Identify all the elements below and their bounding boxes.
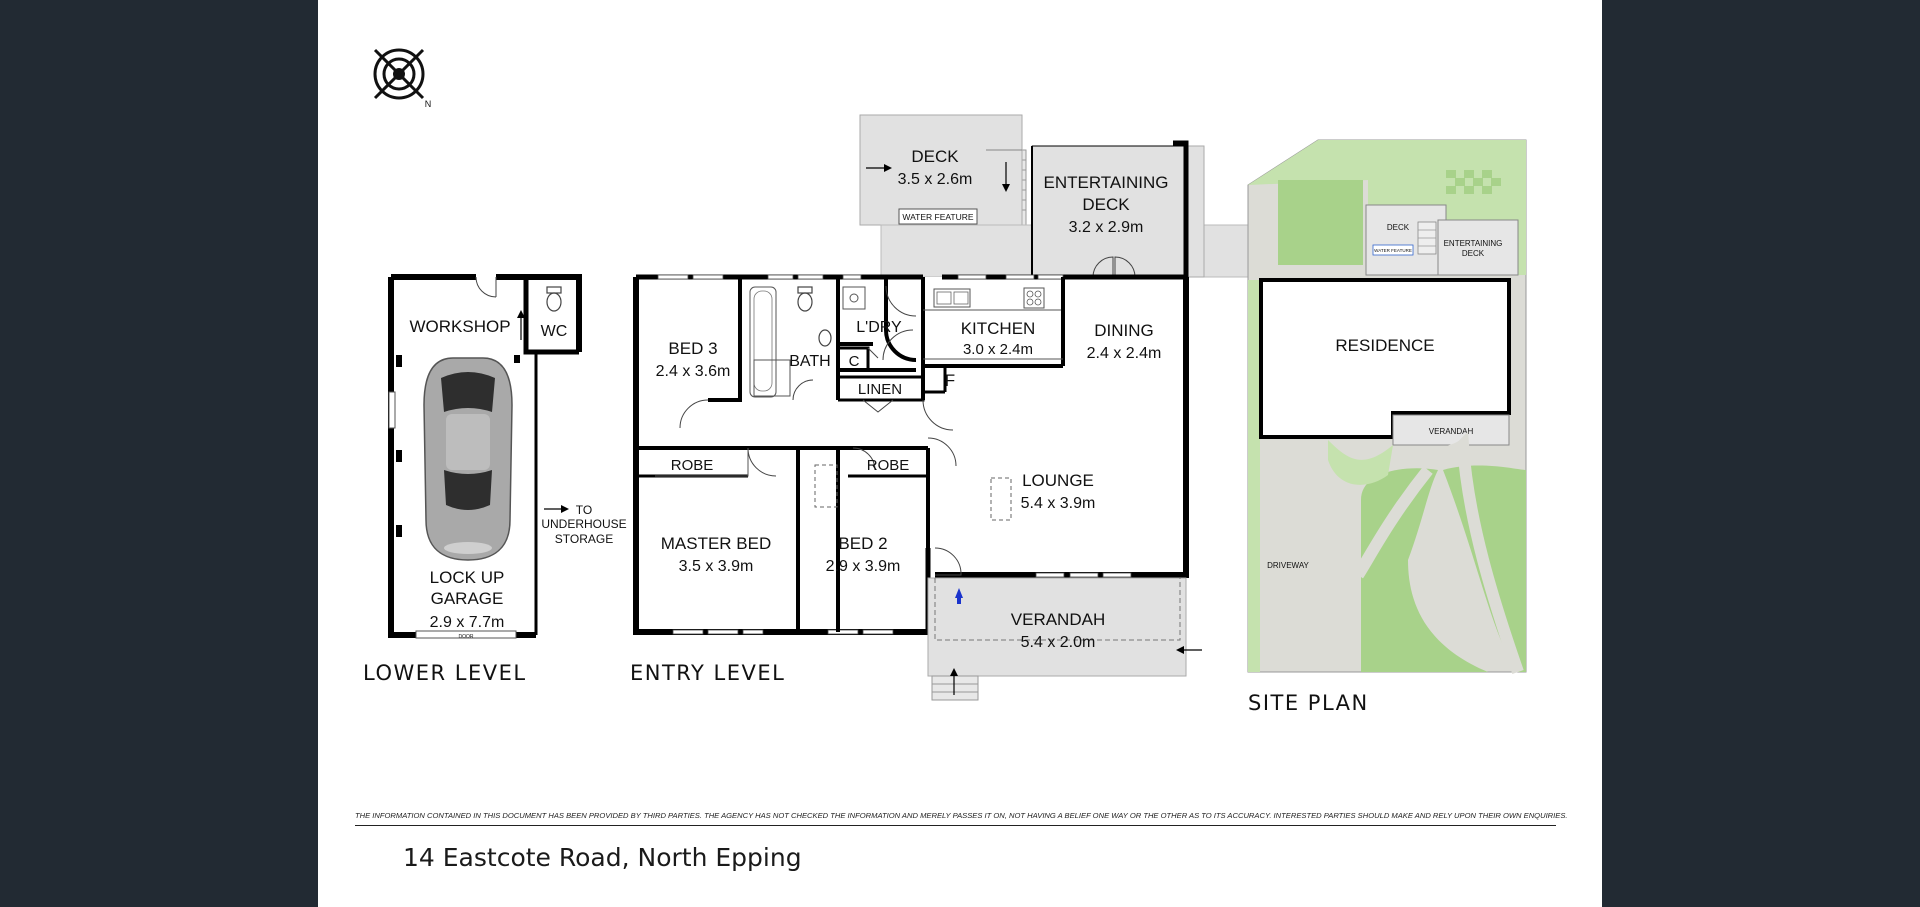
room-dining-size: 2.4 x 2.4m <box>1087 345 1162 362</box>
room-bath-label: BATH <box>789 353 830 370</box>
property-address: 14 Eastcote Road, North Epping <box>403 843 802 872</box>
underhouse-line-3: STORAGE <box>555 532 613 546</box>
entry-level-title: ENTRY LEVEL <box>630 661 785 685</box>
room-deck-size: 3.5 x 2.6m <box>898 171 973 188</box>
room-bed2-size: 2.9 x 3.9m <box>826 558 901 575</box>
room-garage-name-1: LOCK UP <box>430 568 505 587</box>
disclaimer-text: THE INFORMATION CONTAINED IN THIS DOCUME… <box>355 811 1568 820</box>
room-linen-label: LINEN <box>858 381 902 398</box>
underhouse-line-2: UNDERHOUSE <box>541 517 626 531</box>
room-entertaining-deck-name-2: DECK <box>1082 195 1130 214</box>
entry-arrow-icon <box>955 588 963 604</box>
lower-level-title: LOWER LEVEL <box>363 661 527 685</box>
site-verandah-label: VERANDAH <box>1429 427 1474 436</box>
compass-icon: N <box>373 48 432 109</box>
room-verandah-size: 5.4 x 2.0m <box>1021 634 1096 651</box>
room-entertaining-deck-size: 3.2 x 2.9m <box>1069 219 1144 236</box>
room-dining-name: DINING <box>1094 321 1154 340</box>
site-residence-label: RESIDENCE <box>1335 336 1434 355</box>
room-master-name: MASTER BED <box>661 534 772 553</box>
room-wc-label: WC <box>541 323 568 340</box>
room-cupboard-label: C <box>849 353 860 370</box>
room-garage-name-2: GARAGE <box>431 589 504 608</box>
site-entertaining-deck-label-2: DECK <box>1462 249 1485 258</box>
water-feature-label: WATER FEATURE <box>902 212 973 222</box>
room-laundry-label: L'DRY <box>856 319 902 336</box>
site-deck-label: DECK <box>1387 223 1410 232</box>
site-water-feature-label: WATER FEATURE <box>1374 248 1412 253</box>
site-driveway-label: DRIVEWAY <box>1267 561 1309 570</box>
room-verandah-name: VERANDAH <box>1011 610 1105 629</box>
site-plan-title: SITE PLAN <box>1248 691 1369 715</box>
compass-north-label: N <box>425 99 432 109</box>
room-bed2-name: BED 2 <box>838 534 887 553</box>
room-bed3-size: 2.4 x 3.6m <box>656 363 731 380</box>
room-kitchen-name: KITCHEN <box>961 319 1036 338</box>
fridge-label: F <box>945 371 955 390</box>
entry-level-plan: BED 3 2.4 x 3.6m BATH L'DRY <box>630 274 1202 701</box>
floor-plan-drawing: N <box>363 48 1527 715</box>
site-plan: WATER FEATURE DECK ENTERTAINING DECK RES… <box>1247 139 1527 715</box>
room-garage-size: 2.9 x 7.7m <box>430 614 505 631</box>
footer-divider <box>355 825 1556 826</box>
garage-door-label: DOOR <box>459 634 474 640</box>
robe-master-label: ROBE <box>671 457 714 474</box>
room-lounge-size: 5.4 x 3.9m <box>1021 495 1096 512</box>
site-entertaining-deck-label-1: ENTERTAINING <box>1444 239 1503 248</box>
robe-bed2-label: ROBE <box>867 457 910 474</box>
room-master-size: 3.5 x 3.9m <box>679 558 754 575</box>
underhouse-line-1: TO <box>576 503 592 517</box>
room-workshop-label: WORKSHOP <box>409 317 510 336</box>
car-icon <box>423 357 513 561</box>
room-entertaining-deck-name-1: ENTERTAINING <box>1044 173 1169 192</box>
room-lounge-name: LOUNGE <box>1022 471 1094 490</box>
lower-level-plan: DOOR WORKSHOP WC LOCK UP GARAGE 2.9 x 7.… <box>363 274 627 685</box>
deck-area: WATER FEATURE DECK 3.5 x 2.6m ENTERTAINI… <box>859 114 1270 278</box>
room-deck-name: DECK <box>911 147 959 166</box>
room-bed3-name: BED 3 <box>668 339 717 358</box>
room-kitchen-size: 3.0 x 2.4m <box>963 341 1033 358</box>
floor-plan-sheet: N <box>318 0 1602 907</box>
